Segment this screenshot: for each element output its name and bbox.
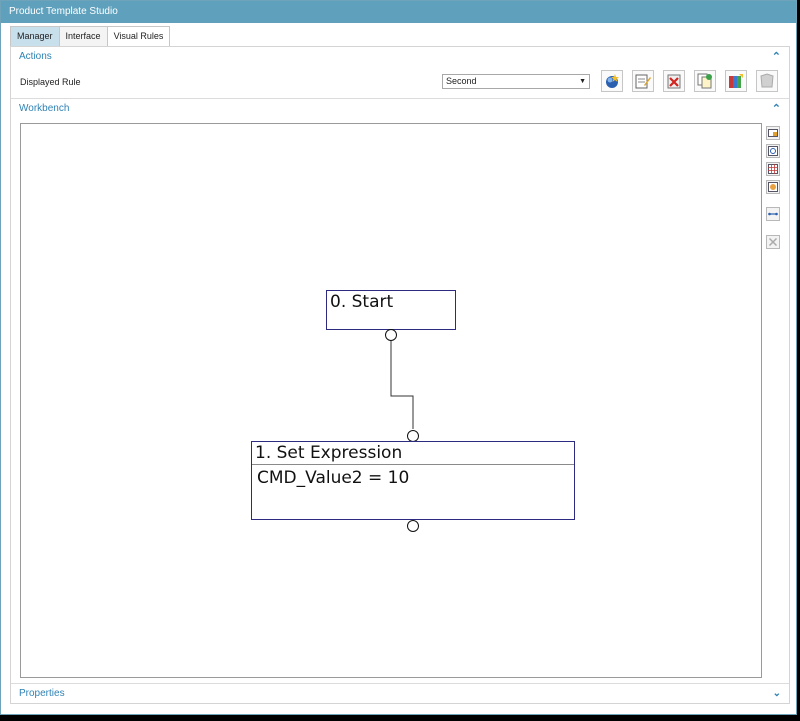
zoom-fit-icon [768,129,778,137]
start-node[interactable]: 0. Start [326,290,456,330]
new-rule-icon [606,74,619,88]
visual-rules-panel: Actions ⌃ Displayed Rule Second ▼ Wor [10,46,790,704]
displayed-rule-value: Second [446,76,477,86]
refresh-view-button[interactable] [766,180,780,194]
displayed-rule-label: Displayed Rule [20,77,81,87]
section-divider [11,98,789,99]
new-rule-button[interactable] [601,70,623,92]
start-node-title: 0. Start [330,292,394,312]
window-shadow [797,0,800,721]
zoom-window-icon [768,146,778,156]
rule-library-icon [729,74,743,88]
paste-rule-button[interactable] [756,70,778,92]
connector-icon [768,212,778,216]
tab-manager[interactable]: Manager [10,26,60,46]
actions-section-header[interactable]: Actions ⌃ [11,47,789,67]
actions-header-label: Actions [19,51,52,62]
connector-line [390,335,414,429]
delete-icon [768,237,778,247]
paste-rule-icon [760,73,774,88]
workbench-section-header[interactable]: Workbench ⌃ [11,99,789,119]
grid-button[interactable] [766,162,780,176]
workbench-header-label: Workbench [19,103,70,114]
tab-visual-rules[interactable]: Visual Rules [106,26,171,47]
chevron-up-icon[interactable]: ⌃ [771,103,781,115]
chevron-down-icon: ▼ [579,78,586,85]
properties-header-label: Properties [19,688,65,699]
delete-rule-button[interactable] [663,70,685,92]
zoom-fit-button[interactable] [766,126,780,140]
section-divider [11,683,789,684]
delete-tool-button[interactable] [766,235,780,249]
chevron-down-icon[interactable]: ⌄ [772,688,781,699]
connector-tool-button[interactable] [766,207,780,221]
tab-strip: Manager Interface Visual Rules [10,26,171,47]
title-bar[interactable]: Product Template Studio [1,1,796,23]
node-divider [252,464,574,465]
window-title: Product Template Studio [9,6,118,17]
workbench-canvas[interactable]: 0. Start 1. Set Expression CMD_Value2 = … [20,123,762,678]
tab-interface[interactable]: Interface [58,26,108,46]
set-expression-output-port[interactable] [407,520,419,532]
properties-section-header[interactable]: Properties ⌄ [11,684,789,704]
copy-rule-button[interactable] [694,70,716,92]
set-expression-node[interactable]: 1. Set Expression CMD_Value2 = 10 [251,441,575,520]
grid-icon [768,164,778,174]
rule-library-button[interactable] [725,70,747,92]
delete-rule-icon [667,74,681,89]
displayed-rule-select[interactable]: Second ▼ [442,74,590,89]
refresh-view-icon [768,182,778,192]
chevron-up-icon[interactable]: ⌃ [771,51,781,63]
set-expression-node-body: CMD_Value2 = 10 [257,468,410,488]
set-expression-node-title: 1. Set Expression [255,443,403,463]
start-output-port[interactable] [385,329,397,341]
edit-rule-button[interactable] [632,70,654,92]
edit-rule-icon [635,74,651,89]
copy-rule-icon [697,73,712,89]
zoom-window-button[interactable] [766,144,780,158]
